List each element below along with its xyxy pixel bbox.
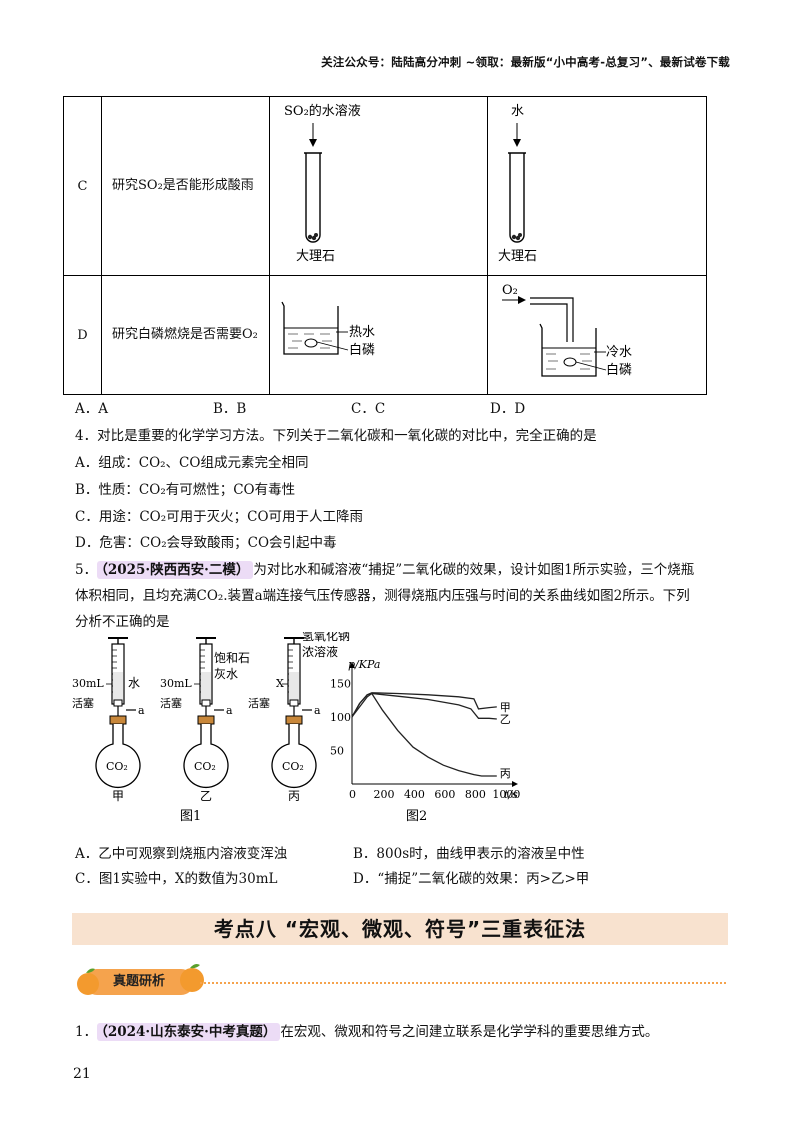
x-tick-label: 600 bbox=[434, 788, 455, 801]
q5-option-b[interactable]: B．800s时，曲线甲表示的溶液呈中性 bbox=[353, 846, 585, 862]
test-tube-figure: SO₂的水溶液 大理石 bbox=[268, 96, 489, 276]
volume-label: X bbox=[276, 677, 284, 690]
q1-stem-text: 在宏观、微观和符号之间建立联系是化学学科的重要思维方式。 bbox=[280, 1024, 659, 1040]
x-axis-label: t/s bbox=[504, 788, 518, 801]
beaker-label-white-phosphorus: 白磷 bbox=[606, 362, 632, 378]
q4-option-a[interactable]: A．组成：CO₂、CO组成元素完全相同 bbox=[75, 455, 309, 471]
row-text: 研究SO₂是否能形成酸雨 bbox=[101, 96, 270, 276]
y-tick-label: 100 bbox=[330, 711, 351, 724]
reagent-label: 浓溶液 bbox=[302, 644, 338, 659]
valve-label: 活塞 bbox=[248, 696, 270, 710]
divider bbox=[200, 982, 726, 984]
figure1-caption: 图1 bbox=[180, 809, 201, 824]
gas-label: O₂ bbox=[502, 283, 518, 298]
section-title: 考点八 “宏观、微观、符号”三重表征法 bbox=[72, 913, 728, 945]
table-row: C 研究SO₂是否能形成酸雨 SO₂的水溶液 大理石 水 大理石 bbox=[63, 96, 707, 276]
source-tag: （2025·陕西西安·二模） bbox=[97, 561, 254, 579]
valve-label: 活塞 bbox=[160, 696, 182, 710]
row-text: 研究白磷燃烧是否需要O₂ bbox=[101, 275, 270, 395]
gas-label: CO₂ bbox=[194, 760, 216, 773]
tube-top-label: SO₂的水溶液 bbox=[284, 103, 361, 119]
x-tick-label: 800 bbox=[465, 788, 486, 801]
reagent-label: 饱和石 bbox=[214, 650, 250, 665]
badge-label: 真题研析 bbox=[112, 974, 165, 989]
q1-stem: 1．（2024·山东泰安·中考真题）在宏观、微观和符号之间建立联系是化学学科的重… bbox=[75, 1020, 659, 1041]
q3-option-d[interactable]: D．D bbox=[490, 401, 526, 417]
x-tick-label: 200 bbox=[373, 788, 394, 801]
q5-stem-line2: 体积相同，且均充满CO₂.装置a端连接气压传感器，测得烧瓶内压强与时间的关系曲线… bbox=[75, 588, 690, 604]
q4-option-c[interactable]: C．用途：CO₂可用于灭火；CO可用于人工降雨 bbox=[75, 509, 364, 525]
q5-option-d[interactable]: D．“捕捉”二氧化碳的效果：丙>乙>甲 bbox=[353, 871, 590, 887]
question-number: 1． bbox=[75, 1024, 98, 1040]
port-label: a bbox=[138, 704, 145, 717]
series-line bbox=[351, 692, 497, 720]
tube-bottom-label: 大理石 bbox=[296, 249, 335, 264]
reagent-label: 氢氧化钠 bbox=[302, 632, 350, 643]
figure2-caption: 图2 bbox=[406, 809, 427, 824]
q4-option-b[interactable]: B．性质：CO₂有可燃性；CO有毒性 bbox=[75, 482, 296, 498]
test-tube-figure: 水 大理石 bbox=[487, 96, 707, 276]
beaker-figure: O₂ 冷水 白磷 bbox=[487, 275, 707, 395]
x-tick-label: 400 bbox=[404, 788, 425, 801]
beaker-diagram: 热水 白磷 bbox=[281, 301, 375, 358]
flask-name: 丙 bbox=[288, 789, 300, 803]
q5-stem-line3: 分析不正确的是 bbox=[75, 614, 170, 630]
gas-label: CO₂ bbox=[106, 760, 128, 773]
question-number: 5． bbox=[75, 562, 98, 578]
y-axis-label: p/KPa bbox=[348, 660, 380, 671]
q4-stem: 4．对比是重要的化学学习方法。下列关于二氧化碳和一氧化碳的对比中，完全正确的是 bbox=[75, 428, 597, 444]
series-line bbox=[351, 692, 497, 777]
beaker-diagram: O₂ 冷水 白磷 bbox=[502, 283, 632, 378]
q4-option-d[interactable]: D．危害：CO₂会导致酸雨；CO会引起中毒 bbox=[75, 535, 337, 551]
q3-option-c[interactable]: C．C bbox=[351, 401, 386, 417]
valve-label: 活塞 bbox=[72, 696, 94, 710]
q5-option-a[interactable]: A．乙中可观察到烧瓶内溶液变浑浊 bbox=[75, 846, 288, 862]
orange-icons bbox=[77, 964, 204, 995]
series-label: 甲 bbox=[500, 701, 511, 714]
gas-label: CO₂ bbox=[282, 760, 304, 773]
tube-bottom-label: 大理石 bbox=[498, 249, 537, 264]
orange-icon bbox=[77, 973, 99, 995]
beaker-label-cold-water: 冷水 bbox=[606, 345, 632, 360]
table-row: D 研究白磷燃烧是否需要O₂ 热水 白磷 O₂ bbox=[63, 275, 707, 395]
beaker-label-white-phosphorus: 白磷 bbox=[349, 342, 375, 358]
test-tube-diagram: SO₂的水溶液 大理石 bbox=[284, 103, 361, 264]
flask-name: 甲 bbox=[112, 789, 124, 803]
beaker-label-hot-water: 热水 bbox=[349, 325, 375, 340]
tube-top-label: 水 bbox=[511, 104, 524, 119]
port-label: a bbox=[314, 704, 321, 717]
option-table: C 研究SO₂是否能形成酸雨 SO₂的水溶液 大理石 水 大理石 bbox=[63, 96, 707, 395]
page-number: 21 bbox=[73, 1066, 91, 1082]
series-label: 乙 bbox=[500, 713, 511, 726]
flask-name: 乙 bbox=[200, 789, 212, 803]
q5-stem-line1: 5．（2025·陕西西安·二模）为对比水和碱溶液“捕捉”二氧化碳的效果，设计如图… bbox=[75, 558, 695, 579]
q5-stem-text: 为对比水和碱溶液“捕捉”二氧化碳的效果，设计如图1所示实验，三个烧瓶 bbox=[253, 562, 695, 578]
q5-option-c[interactable]: C．图1实验中，X的数值为30mL bbox=[75, 871, 278, 887]
source-tag: （2024·山东泰安·中考真题） bbox=[97, 1023, 281, 1041]
reagent-label: 水 bbox=[128, 676, 140, 690]
orange-icon bbox=[180, 968, 204, 992]
x-tick-label: 0 bbox=[349, 788, 356, 801]
section-badge: 真题研析 bbox=[84, 969, 194, 995]
test-tube-diagram: 水 大理石 bbox=[498, 104, 537, 264]
volume-label: 30mL bbox=[72, 677, 104, 690]
beaker-figure: 热水 白磷 bbox=[268, 275, 489, 395]
page-header: 关注公众号：陆陆高分冲刺 ~领取：最新版“小中高考-总复习”、最新试卷下载 bbox=[321, 55, 730, 69]
row-label: C bbox=[63, 96, 102, 276]
y-tick-label: 50 bbox=[330, 744, 344, 757]
series-label: 丙 bbox=[500, 767, 511, 780]
reagent-label: 灰水 bbox=[214, 667, 238, 681]
x-tick-label: 1000 bbox=[492, 788, 520, 801]
q3-option-b[interactable]: B．B bbox=[213, 401, 247, 417]
q3-option-a[interactable]: A．A bbox=[75, 401, 108, 417]
port-label: a bbox=[226, 704, 233, 717]
volume-label: 30mL bbox=[160, 677, 192, 690]
row-label: D bbox=[63, 275, 102, 395]
y-tick-label: 150 bbox=[330, 677, 351, 690]
